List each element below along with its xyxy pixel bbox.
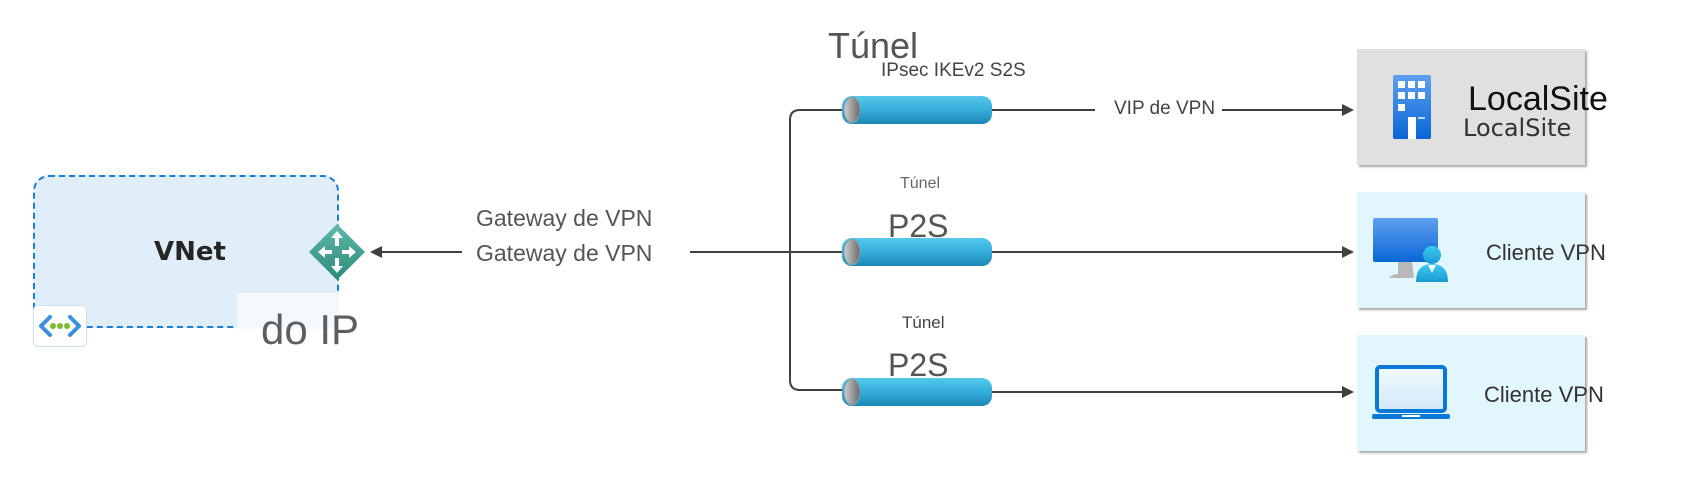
vpn-client-laptop-label: Cliente VPN — [1484, 382, 1604, 407]
ip-label: do IP — [261, 306, 360, 353]
virtual-network-icon — [33, 305, 87, 347]
tunnel-trunk — [789, 109, 850, 391]
vpn-gateway-icon[interactable] — [307, 222, 367, 282]
ip-label-background — [237, 293, 339, 329]
local-site-subtitle: LocalSite — [1463, 114, 1572, 142]
tunnel-p2s-2-title: Túnel — [902, 313, 945, 332]
vpn-client-desktop-label: Cliente VPN — [1486, 240, 1606, 265]
tunnel-p2s-1-title: Túnel — [900, 175, 941, 192]
tunnel-cylinder-s2s — [842, 96, 992, 124]
gateway-label-line2: Gateway de VPN — [476, 240, 653, 266]
desktop-user-icon — [1372, 218, 1452, 284]
tunnel-cylinder-p2s-1 — [842, 238, 992, 266]
tunnel-s2s-title: Túnel — [828, 25, 919, 66]
vnet-label: VNet — [154, 237, 226, 267]
tunnel-p2s-1-subtitle: P2S — [888, 208, 949, 244]
laptop-icon — [1372, 363, 1452, 423]
building-icon — [1393, 75, 1433, 141]
vip-label: VIP de VPN — [1110, 98, 1220, 120]
local-site-title: LocalSite — [1468, 80, 1608, 118]
tunnel-s2s-subtitle: IPsec IKEv2 S2S — [881, 60, 1026, 81]
gateway-label-line1: Gateway de VPN — [476, 205, 653, 231]
tunnel-p2s-2-subtitle: P2S — [888, 347, 949, 383]
tunnel-cylinder-p2s-2 — [842, 378, 992, 406]
